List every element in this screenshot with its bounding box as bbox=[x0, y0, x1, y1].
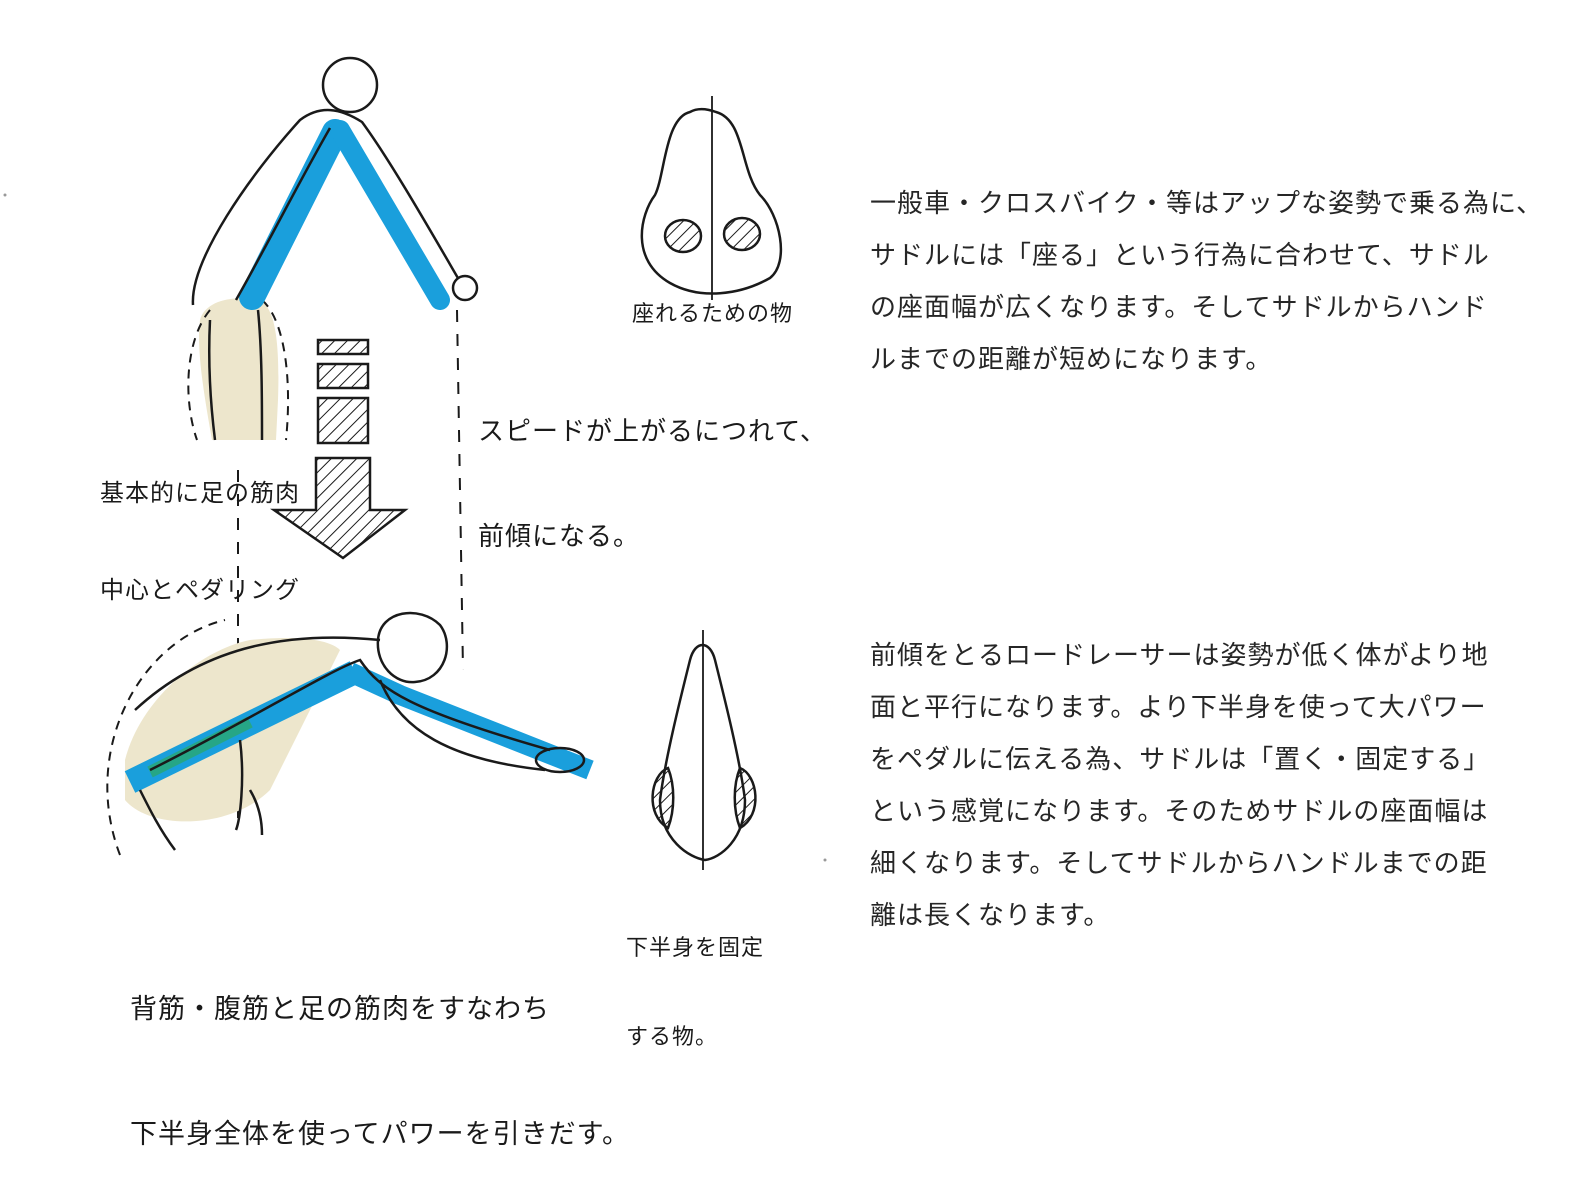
upright-back-muscle bbox=[239, 119, 348, 310]
upright-leg-outline bbox=[187, 299, 290, 441]
upright-hand bbox=[451, 274, 479, 302]
annotation-speed-lean-line2: 前傾になる。 bbox=[478, 522, 641, 553]
annotation-saddle-narrow-line1: 下半身を固定 bbox=[626, 936, 765, 962]
racer-hand bbox=[534, 746, 586, 774]
upright-torso-outline bbox=[191, 108, 464, 306]
speed-arrow bbox=[270, 338, 409, 560]
racer-head bbox=[376, 611, 449, 684]
racer-figure bbox=[106, 611, 594, 856]
upright-head bbox=[321, 56, 379, 114]
annotation-speed-lean-line1: スピードが上がるにつれて、 bbox=[478, 417, 827, 448]
upright-legs bbox=[207, 309, 264, 441]
upright-rider-figure bbox=[187, 56, 479, 441]
narrow-saddle-sketch bbox=[651, 630, 757, 870]
posture-diagram bbox=[3, 56, 827, 870]
paragraph-racer-posture: 前傾をとるロードレーサーは姿勢が低く体がより地 面と平行になります。より下半身を… bbox=[870, 641, 1491, 931]
upright-arm-muscle bbox=[330, 120, 450, 310]
annotation-speed-lean: スピードが上がるにつれて、 前傾になる。 bbox=[478, 345, 827, 591]
annotation-whole-body-line1: 背筋・腹筋と足の筋肉をすなわち bbox=[130, 993, 550, 1025]
annotation-saddle-narrow-line2: する物。 bbox=[626, 1025, 719, 1051]
racer-legs bbox=[138, 739, 264, 851]
racer-torso-outline bbox=[134, 636, 551, 772]
wide-saddle-sketch bbox=[640, 96, 783, 300]
annotation-whole-body: 背筋・腹筋と足の筋肉をすなわち 下半身全体を使ってパワーを引きだす。 bbox=[130, 905, 630, 1198]
annotation-saddle-wide: 座れるための物 bbox=[632, 302, 794, 327]
annotation-legs-center-line2: 中心とペダリング bbox=[100, 575, 300, 604]
annotation-whole-body-line2: 下半身全体を使ってパワーを引きだす。 bbox=[130, 1119, 630, 1151]
paragraph-upright-posture: 一般車・クロスバイク・等はアップな姿勢で乗る為に、 サドルには「座る」という行為… bbox=[870, 189, 1544, 375]
annotation-legs-center-line1: 基本的に足の筋肉 bbox=[100, 478, 300, 507]
annotation-legs-center: 基本的に足の筋肉 中心とペダリング bbox=[100, 412, 300, 639]
annotation-saddle-narrow: 下半身を固定 する物。 bbox=[626, 875, 764, 1083]
